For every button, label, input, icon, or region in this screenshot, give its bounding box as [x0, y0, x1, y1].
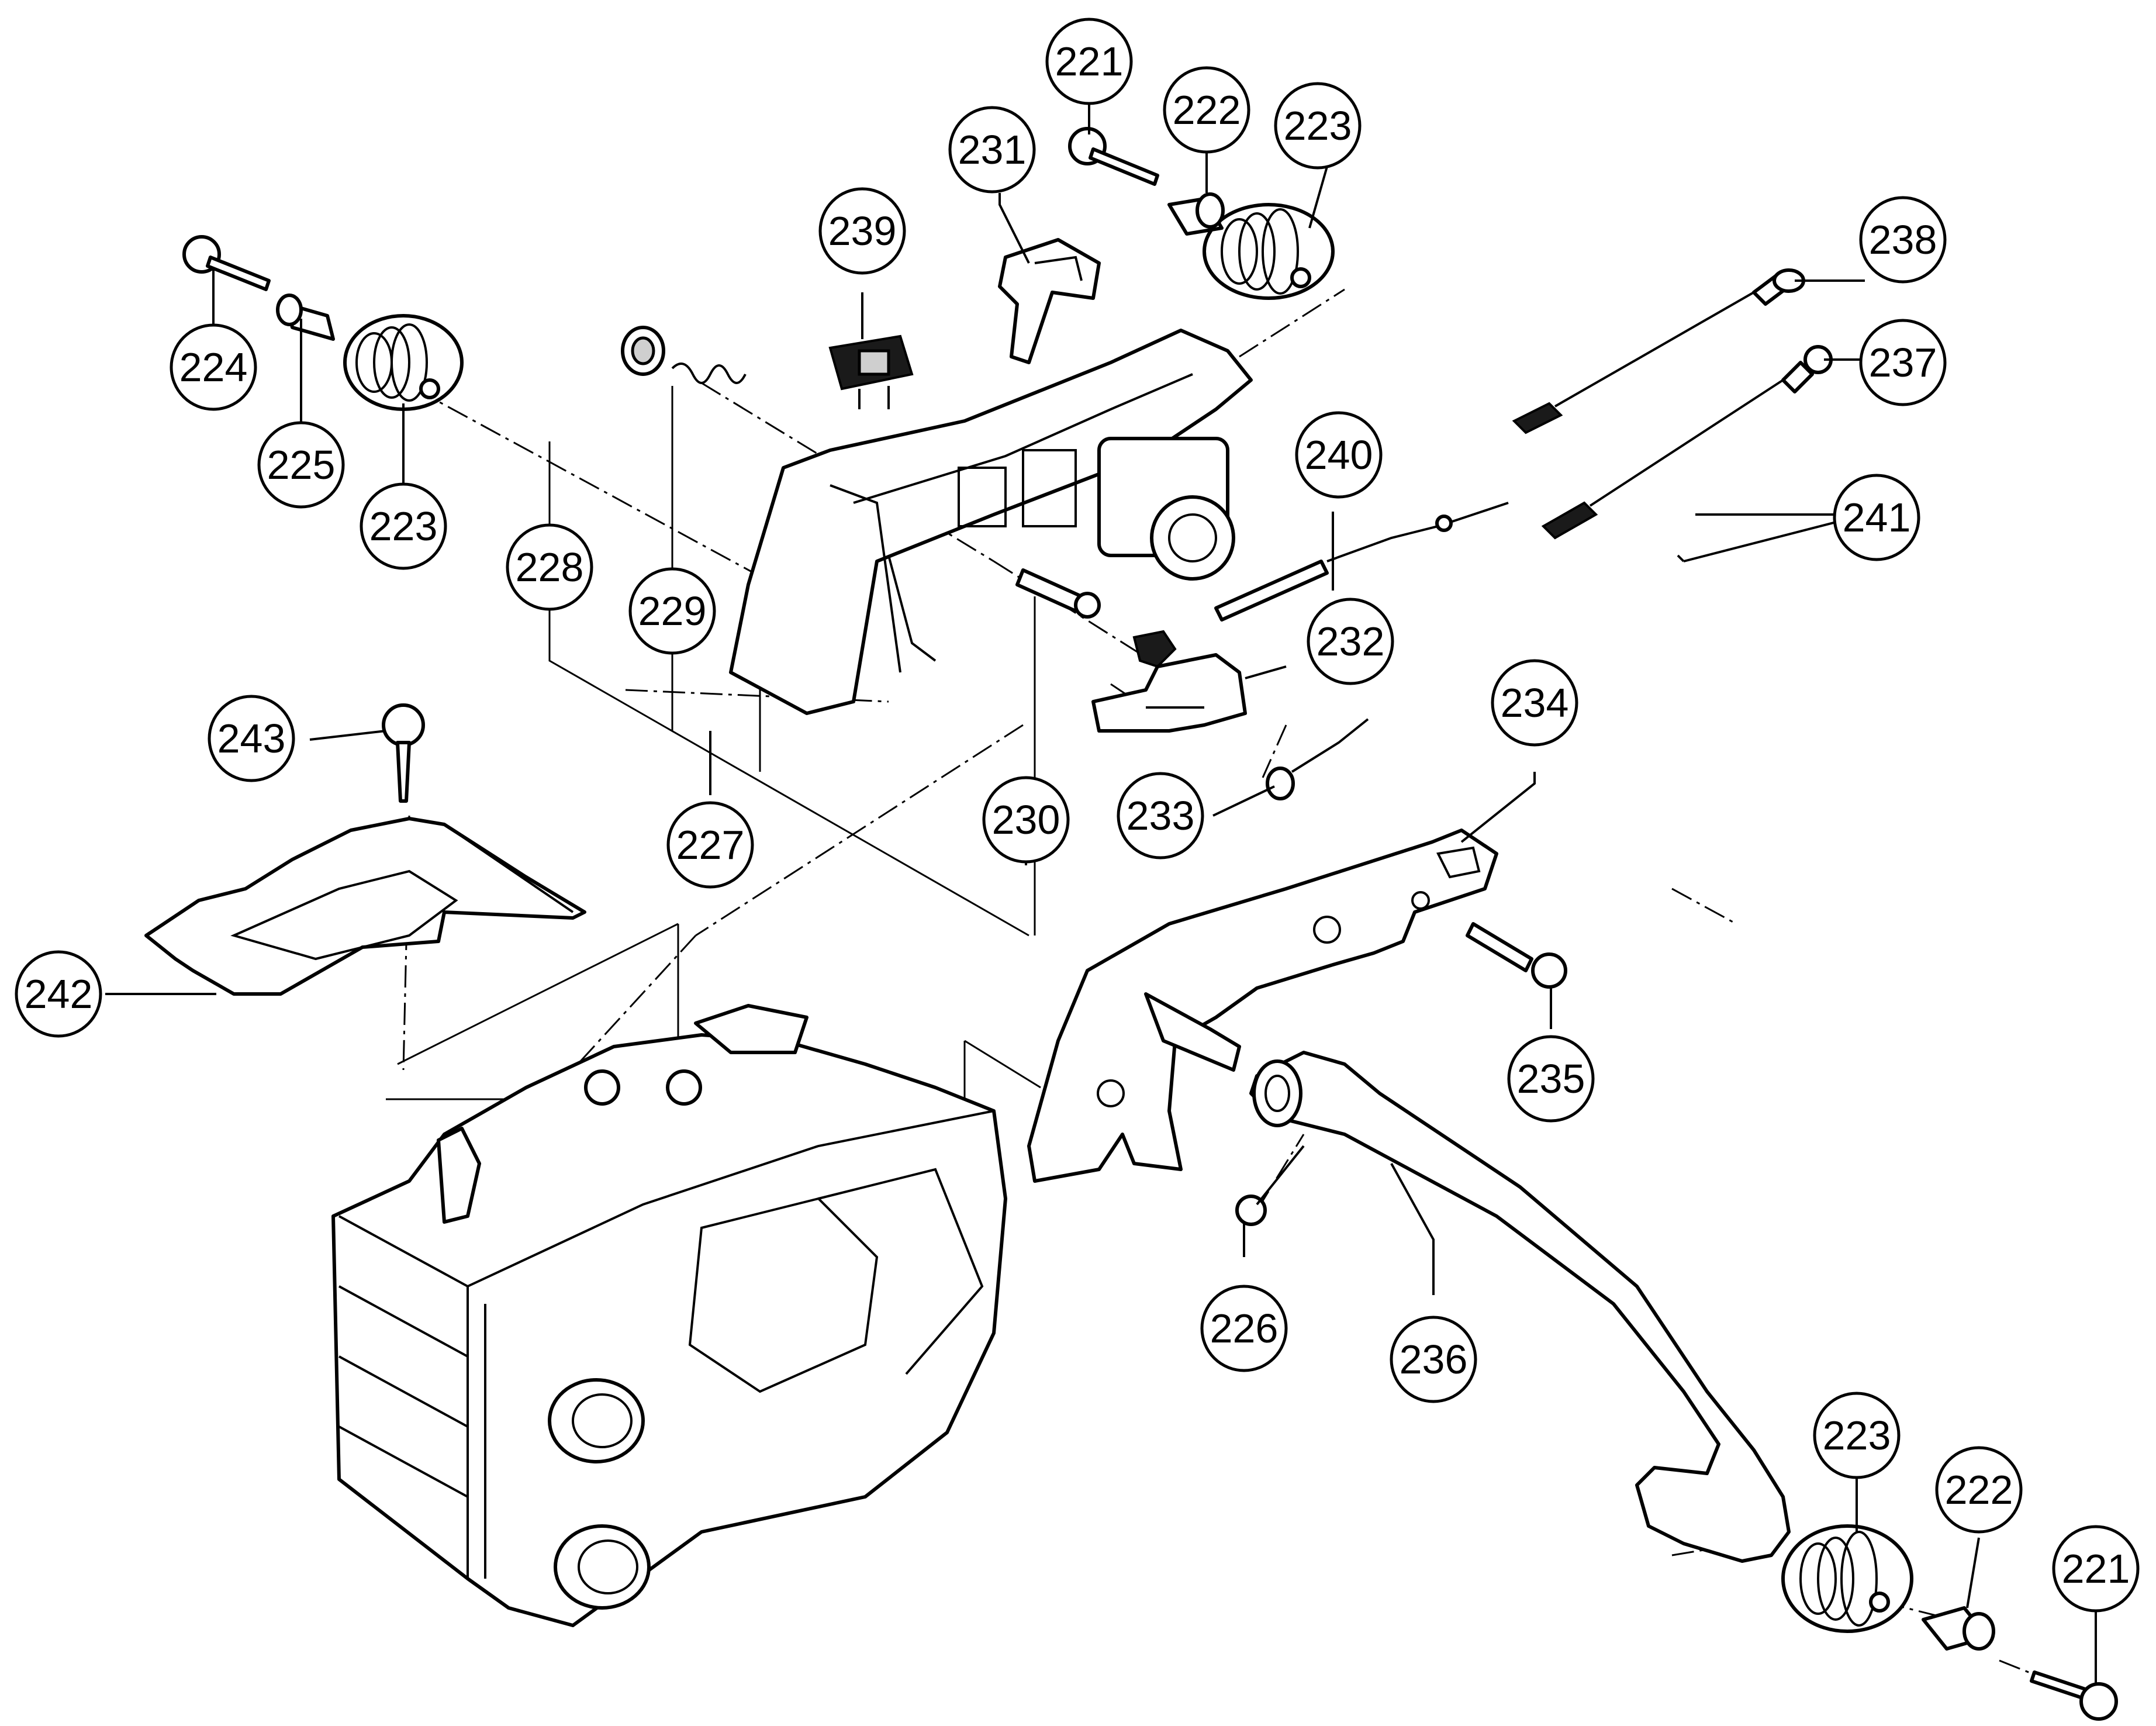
- svg-text:233: 233: [1127, 793, 1195, 838]
- cable-238: [1512, 268, 1805, 434]
- callout-233: 233: [1117, 772, 1204, 859]
- callout-225: 225: [257, 421, 345, 509]
- svg-text:223: 223: [1823, 1413, 1891, 1458]
- sleeve-222-bottom: [1922, 1606, 1995, 1651]
- svg-text:224: 224: [179, 344, 248, 390]
- callout-235: 235: [1507, 1035, 1595, 1123]
- screw-224: [182, 235, 271, 291]
- svg-text:243: 243: [217, 716, 286, 761]
- svg-text:232: 232: [1317, 619, 1385, 664]
- svg-text:237: 237: [1869, 340, 1937, 385]
- svg-text:228: 228: [516, 544, 584, 590]
- screw-221-top: [1068, 127, 1159, 186]
- callout-234: 234: [1491, 659, 1578, 747]
- callout-242: 242: [15, 950, 102, 1038]
- callout-223-top: 223: [1274, 82, 1362, 170]
- svg-text:222: 222: [1945, 1467, 2013, 1513]
- callout-239: 239: [818, 187, 906, 275]
- callout-236: 236: [1390, 1316, 1477, 1403]
- spring-229: [671, 363, 747, 384]
- callout-222-bottom: 222: [1935, 1446, 2023, 1534]
- svg-text:229: 229: [638, 588, 707, 634]
- svg-text:236: 236: [1400, 1337, 1468, 1382]
- trigger-lever: [998, 238, 1101, 364]
- callout-228: 228: [506, 523, 593, 611]
- callout-221-bottom: 221: [2052, 1525, 2140, 1613]
- callout-243: 243: [208, 695, 295, 782]
- svg-text:227: 227: [676, 822, 745, 868]
- callout-222-top: 222: [1163, 66, 1250, 154]
- svg-text:241: 241: [1843, 495, 1911, 540]
- svg-text:223: 223: [1284, 103, 1352, 149]
- svg-text:242: 242: [25, 971, 93, 1017]
- svg-text:231: 231: [958, 127, 1027, 172]
- av-mount-top-right: [1203, 203, 1335, 300]
- rear-handle-housing: [729, 329, 1253, 715]
- sleeve-222-top: [1167, 192, 1225, 236]
- callout-226: 226: [1200, 1285, 1288, 1372]
- screw-221-bottom: [2030, 1670, 2118, 1721]
- callout-227: 227: [666, 801, 754, 889]
- callout-232: 232: [1307, 598, 1394, 685]
- sleeve-225: [276, 294, 335, 341]
- svg-text:234: 234: [1501, 680, 1569, 726]
- leader-lines: [105, 91, 2097, 1684]
- callout-221-top: 221: [1045, 18, 1133, 105]
- screw-226: [1235, 1145, 1305, 1226]
- svg-text:222: 222: [1173, 87, 1241, 133]
- front-handle-tube: [1249, 1051, 1791, 1563]
- svg-text:238: 238: [1869, 217, 1937, 263]
- callout-231: 231: [948, 106, 1036, 194]
- base-plate: [144, 817, 586, 996]
- svg-text:225: 225: [267, 442, 336, 488]
- front-handle-bracket: [1027, 829, 1498, 1183]
- callout-240: 240: [1295, 411, 1383, 499]
- callout-229: 229: [628, 567, 716, 655]
- callout-237: 237: [1859, 319, 1947, 406]
- callout-238: 238: [1859, 196, 1947, 284]
- screw-235: [1466, 922, 1567, 989]
- svg-text:221: 221: [2062, 1546, 2130, 1592]
- rod-240: [1214, 502, 1509, 622]
- callout-223-bottom: 223: [1813, 1392, 1901, 1479]
- svg-text:223: 223: [369, 503, 438, 549]
- svg-text:221: 221: [1055, 39, 1124, 84]
- cable-237: [1541, 345, 1833, 540]
- screw-243: [382, 703, 425, 803]
- bushing-228: [621, 326, 665, 376]
- av-mount-left: [343, 314, 464, 411]
- svg-text:240: 240: [1305, 432, 1373, 478]
- callout-223-left: 223: [360, 482, 447, 570]
- svg-text:235: 235: [1517, 1056, 1585, 1102]
- callout-230: 230: [982, 776, 1070, 864]
- switch-part: [828, 334, 914, 409]
- svg-text:239: 239: [828, 208, 897, 254]
- svg-text:230: 230: [992, 797, 1060, 843]
- screw-230: [1015, 568, 1101, 619]
- av-mount-bottom: [1781, 1524, 1913, 1633]
- callout-241: 241: [1833, 474, 1920, 561]
- svg-text:226: 226: [1210, 1306, 1279, 1351]
- callout-224: 224: [170, 323, 257, 411]
- spring-233: [1266, 718, 1369, 800]
- throttle-lock: [1091, 630, 1247, 733]
- crankcase-body: [331, 1004, 1007, 1627]
